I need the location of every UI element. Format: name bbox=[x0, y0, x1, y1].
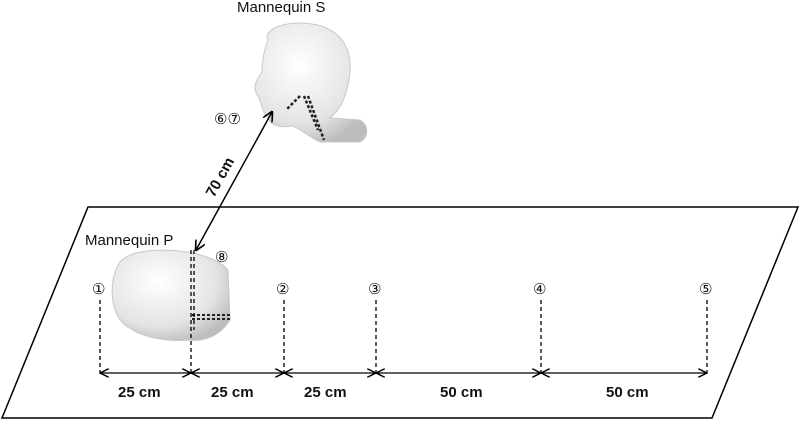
mannequin-p-label: Mannequin P bbox=[85, 232, 173, 249]
marker-3: ③ bbox=[368, 281, 381, 298]
dimension-label-1: 25 cm bbox=[118, 384, 161, 401]
distance-label: 70 cm bbox=[203, 154, 238, 199]
position-lines bbox=[99, 250, 708, 374]
marker-8: ⑧ bbox=[215, 249, 228, 266]
marker-4: ④ bbox=[533, 281, 546, 298]
dimension-label-2: 25 cm bbox=[211, 384, 254, 401]
dimension-label-5: 50 cm bbox=[606, 384, 649, 401]
distance-arrow bbox=[196, 112, 272, 250]
dimension-label-4: 50 cm bbox=[440, 384, 483, 401]
mannequin-s-label: Mannequin S bbox=[237, 0, 325, 16]
marker-1: ① bbox=[92, 281, 105, 298]
marker-2: ② bbox=[276, 281, 289, 298]
mannequin-p-head bbox=[111, 249, 231, 341]
dimension-label-3: 25 cm bbox=[304, 384, 347, 401]
mannequin-s-head bbox=[254, 22, 368, 143]
marker-5: ⑤ bbox=[699, 281, 712, 298]
marker-6-7: ⑥⑦ bbox=[214, 111, 241, 128]
